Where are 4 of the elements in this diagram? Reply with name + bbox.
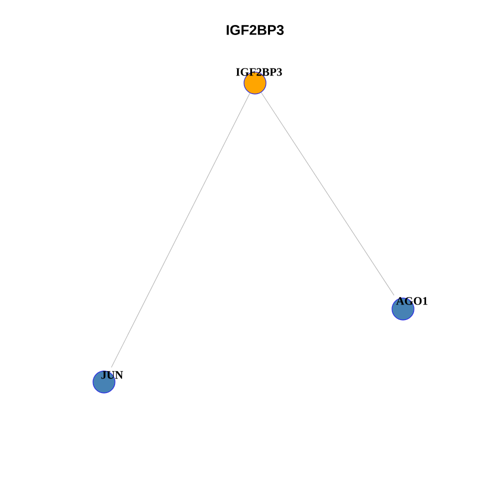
edge-line: [260, 92, 394, 296]
edge-line: [111, 92, 250, 368]
title: IGF2BP3: [226, 25, 284, 35]
node-label: IGF2BP3: [236, 68, 282, 76]
